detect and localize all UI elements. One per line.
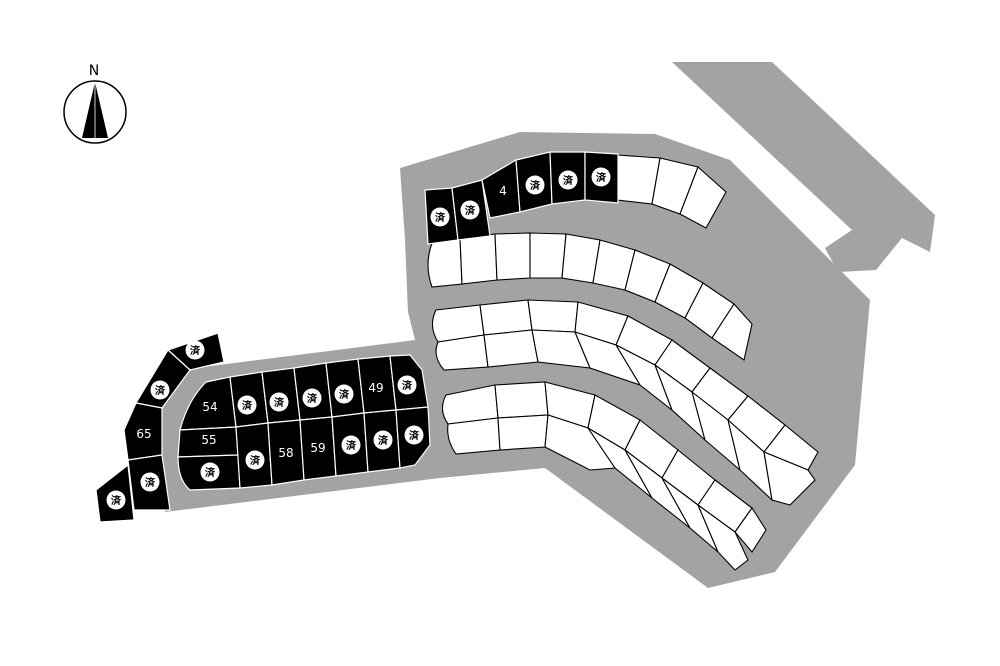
svg-text:済: 済 <box>563 174 574 187</box>
lot-available[interactable] <box>679 166 727 229</box>
sold-badge: 済 <box>430 207 450 227</box>
lot-number-49: 49 <box>368 381 383 395</box>
sold-badge: 済 <box>397 375 417 395</box>
svg-text:済: 済 <box>274 396 285 409</box>
lot-number-55: 55 <box>201 433 216 447</box>
svg-text:済: 済 <box>111 494 122 507</box>
sold-badge: 済 <box>150 380 170 400</box>
lot-number-65: 65 <box>136 427 151 441</box>
svg-text:済: 済 <box>378 434 389 447</box>
svg-text:済: 済 <box>435 211 446 224</box>
lot-available[interactable] <box>763 451 816 506</box>
lot-number-58: 58 <box>278 446 293 460</box>
svg-text:済: 済 <box>339 388 350 401</box>
sold-badge: 済 <box>106 490 126 510</box>
lot-number-54: 54 <box>202 400 217 414</box>
sold-badge: 済 <box>302 388 322 408</box>
sold-badge: 済 <box>591 167 611 187</box>
lot-available[interactable] <box>527 299 579 333</box>
lot-available[interactable] <box>529 232 567 279</box>
lot-available[interactable] <box>483 329 539 368</box>
sold-badge: 済 <box>140 472 160 492</box>
lot-available[interactable] <box>494 232 531 281</box>
svg-text:済: 済 <box>596 171 607 184</box>
svg-text:済: 済 <box>145 476 156 489</box>
road-spur <box>672 62 935 272</box>
svg-text:済: 済 <box>242 399 253 412</box>
sold-badge: 済 <box>341 435 361 455</box>
svg-text:済: 済 <box>346 439 357 452</box>
lot-available[interactable] <box>696 503 749 571</box>
lot-numbers: 4 49 54 55 58 59 65 <box>136 184 506 460</box>
lot-available[interactable] <box>734 507 767 553</box>
svg-text:済: 済 <box>465 204 476 217</box>
svg-text:済: 済 <box>402 379 413 392</box>
sold-badge: 済 <box>460 200 480 220</box>
sold-badge: 済 <box>245 450 265 470</box>
svg-text:済: 済 <box>307 392 318 405</box>
available-lots <box>427 154 819 571</box>
lot-number-59: 59 <box>310 441 325 455</box>
lot-available[interactable] <box>459 233 498 285</box>
sold-badge: 済 <box>558 170 578 190</box>
sold-badge: 済 <box>185 340 205 360</box>
compass: N <box>63 63 127 144</box>
sold-badge: 済 <box>237 395 257 415</box>
lot-available[interactable] <box>494 381 549 419</box>
sold-badge: 済 <box>404 425 424 445</box>
sold-markers: 済 済 済 済 済 済 済 済 済 済 済 済 済 済 済 済 済 済 済 <box>106 167 611 510</box>
svg-text:済: 済 <box>155 384 166 397</box>
lot-available[interactable] <box>427 237 463 288</box>
lot-available[interactable] <box>479 299 533 336</box>
svg-text:済: 済 <box>205 466 216 479</box>
sold-badge: 済 <box>373 430 393 450</box>
svg-text:済: 済 <box>409 429 420 442</box>
svg-text:済: 済 <box>250 454 261 467</box>
lot-available[interactable] <box>711 303 753 361</box>
sold-badge: 済 <box>525 175 545 195</box>
sold-badge: 済 <box>269 392 289 412</box>
sold-badge: 済 <box>200 462 220 482</box>
svg-text:済: 済 <box>530 179 541 192</box>
lot-available[interactable] <box>435 334 489 371</box>
lot-available[interactable] <box>544 414 616 471</box>
lot-available[interactable] <box>447 417 501 455</box>
svg-text:済: 済 <box>190 344 201 357</box>
lot-number-4: 4 <box>499 184 507 198</box>
compass-north-label: N <box>89 63 99 79</box>
lot-available[interactable] <box>497 414 549 451</box>
sold-badge: 済 <box>334 384 354 404</box>
